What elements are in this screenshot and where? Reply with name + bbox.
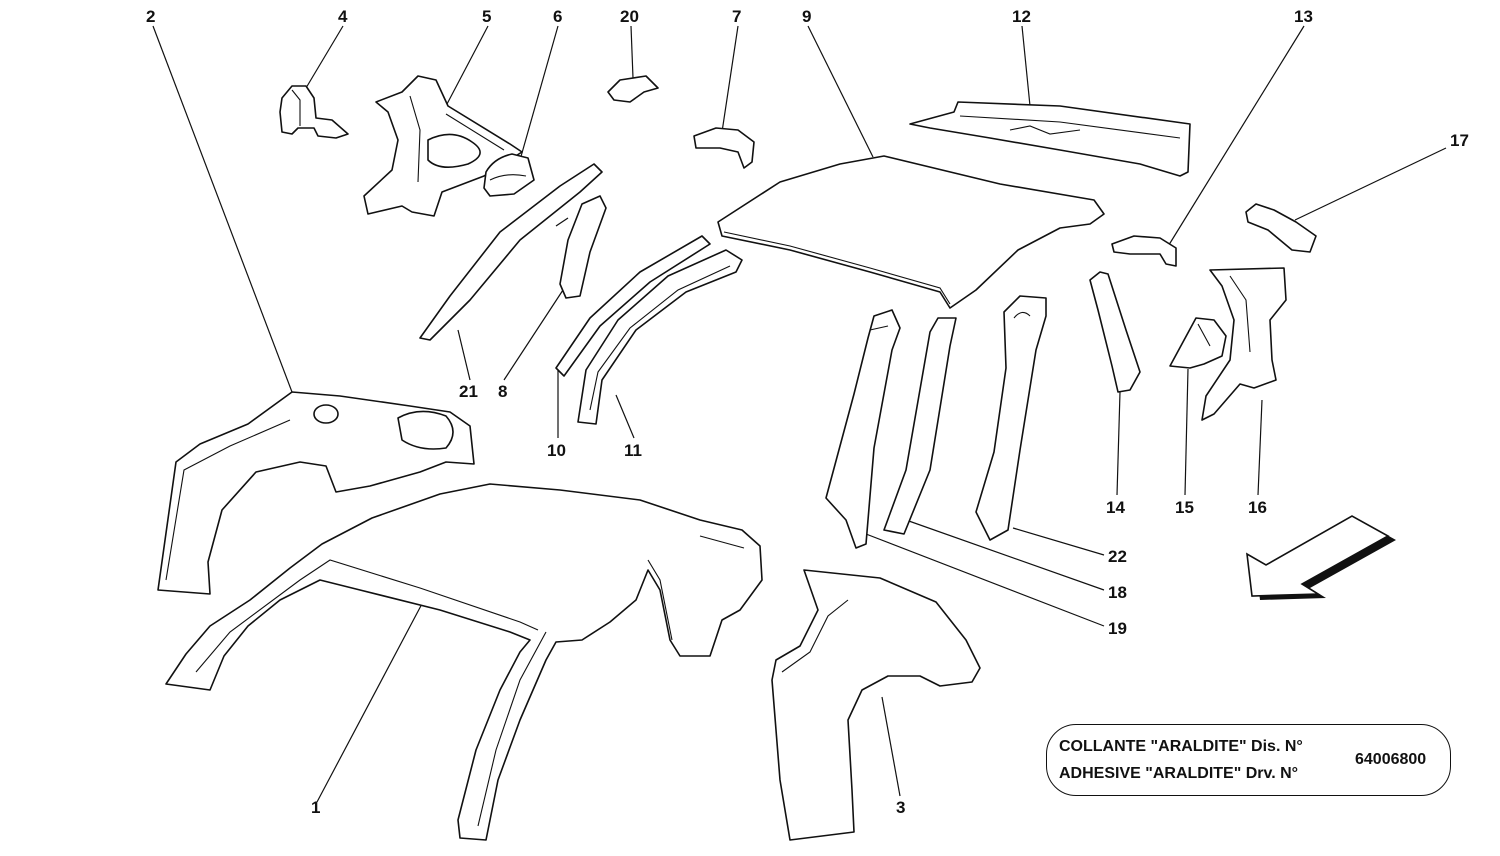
note-part-code: 64006800 xyxy=(1355,751,1427,768)
callout-2: 2 xyxy=(146,7,155,26)
part-14-trim xyxy=(1089,271,1141,393)
part-8-pillar-trim xyxy=(559,195,607,299)
callout-18: 18 xyxy=(1108,583,1127,602)
callout-12: 12 xyxy=(1012,7,1031,26)
part-5-rear-inner-panel xyxy=(363,75,523,217)
part-22-b-pillar xyxy=(975,295,1047,541)
callout-14: 14 xyxy=(1106,498,1125,517)
callout-1: 1 xyxy=(311,798,320,817)
part-9-roof-panel xyxy=(717,155,1105,309)
part-13-bracket xyxy=(1111,235,1177,267)
callout-5: 5 xyxy=(482,7,491,26)
callout-9: 9 xyxy=(802,7,811,26)
part-2-rear-quarter xyxy=(157,391,475,595)
adhesive-note-box: COLLANTE "ARALDITE" Dis. N° ADHESIVE "AR… xyxy=(1046,724,1451,796)
callout-3: 3 xyxy=(896,798,905,817)
part-7-bracket xyxy=(693,127,755,169)
note-line-english: ADHESIVE "ARALDITE" Drv. N° xyxy=(1059,765,1299,782)
part-1-body-frame xyxy=(165,483,763,841)
part-20-plate xyxy=(607,75,659,103)
callout-20: 20 xyxy=(620,7,639,26)
callout-10: 10 xyxy=(547,441,566,460)
part-12-rear-header xyxy=(909,101,1191,177)
part-21-trim xyxy=(419,163,603,341)
part-15-bracket xyxy=(1169,317,1227,369)
callout-17: 17 xyxy=(1450,131,1469,150)
callout-13: 13 xyxy=(1294,7,1313,26)
callout-16: 16 xyxy=(1248,498,1267,517)
part-11-frame xyxy=(577,249,743,425)
callout-22: 22 xyxy=(1108,547,1127,566)
callout-7: 7 xyxy=(732,7,741,26)
callout-11: 11 xyxy=(624,441,642,460)
note-line-italian: COLLANTE "ARALDITE" Dis. N° xyxy=(1059,738,1303,755)
callout-6: 6 xyxy=(553,7,562,26)
callout-15: 15 xyxy=(1175,498,1194,517)
arrow-down-left-icon xyxy=(1246,515,1396,600)
part-17-bracket xyxy=(1245,203,1317,253)
part-16-wheel-arch xyxy=(1201,267,1287,421)
callout-8: 8 xyxy=(498,382,507,401)
part-4-bracket xyxy=(279,85,349,139)
callout-labels: 2 4 5 6 20 7 9 12 13 17 21 8 10 11 14 15… xyxy=(146,7,1469,817)
leader-lines xyxy=(152,25,1447,803)
part-10-strip xyxy=(555,235,711,377)
part-6-cap xyxy=(483,153,535,197)
part-19-a-pillar xyxy=(825,309,901,549)
callout-4: 4 xyxy=(338,7,348,26)
part-18-strip xyxy=(883,317,957,535)
part-3-front-fender xyxy=(771,569,981,841)
callout-21: 21 xyxy=(459,382,478,401)
callout-19: 19 xyxy=(1108,619,1127,638)
